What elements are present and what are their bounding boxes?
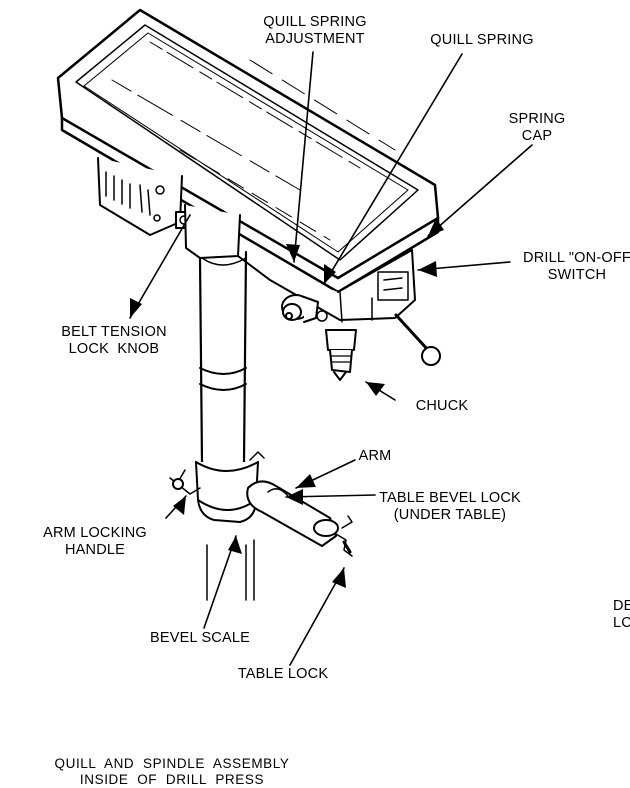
- leader-lines: [129, 51, 533, 666]
- label-table-lock: TABLE LOCK: [237, 666, 329, 682]
- label-chuck: CHUCK: [415, 398, 469, 414]
- chuck-drawing: [325, 329, 357, 381]
- figure-caption: QUILL AND SPINDLE ASSEMBLY INSIDE OF DRI…: [54, 756, 290, 787]
- label-arm-locking-handle: ARM LOCKING HANDLE: [43, 525, 147, 558]
- head-casting: [184, 204, 416, 323]
- arm-bracket: [246, 480, 353, 557]
- quill-spring-assembly: [281, 294, 319, 323]
- label-quill-spring: QUILL SPRING: [430, 32, 534, 48]
- label-partial-right: DE LC: [613, 598, 630, 631]
- label-quill-spring-adjustment: QUILL SPRING ADJUSTMENT: [263, 14, 367, 47]
- label-spring-cap: SPRING CAP: [508, 111, 566, 144]
- arm-collar: [169, 451, 265, 523]
- label-arm: ARM: [358, 448, 392, 464]
- belt-cover: [56, 8, 440, 294]
- arrowheads: [130, 218, 444, 588]
- label-belt-tension-lock-knob: BELT TENSION LOCK KNOB: [61, 324, 167, 357]
- label-table-bevel-lock: TABLE BEVEL LOCK (UNDER TABLE): [379, 490, 521, 523]
- label-drill-on-off-switch: DRILL "ON-OFF SWITCH: [523, 250, 630, 283]
- column: [198, 250, 255, 601]
- feed-handle: [394, 313, 441, 366]
- label-bevel-scale: BEVEL SCALE: [150, 630, 250, 646]
